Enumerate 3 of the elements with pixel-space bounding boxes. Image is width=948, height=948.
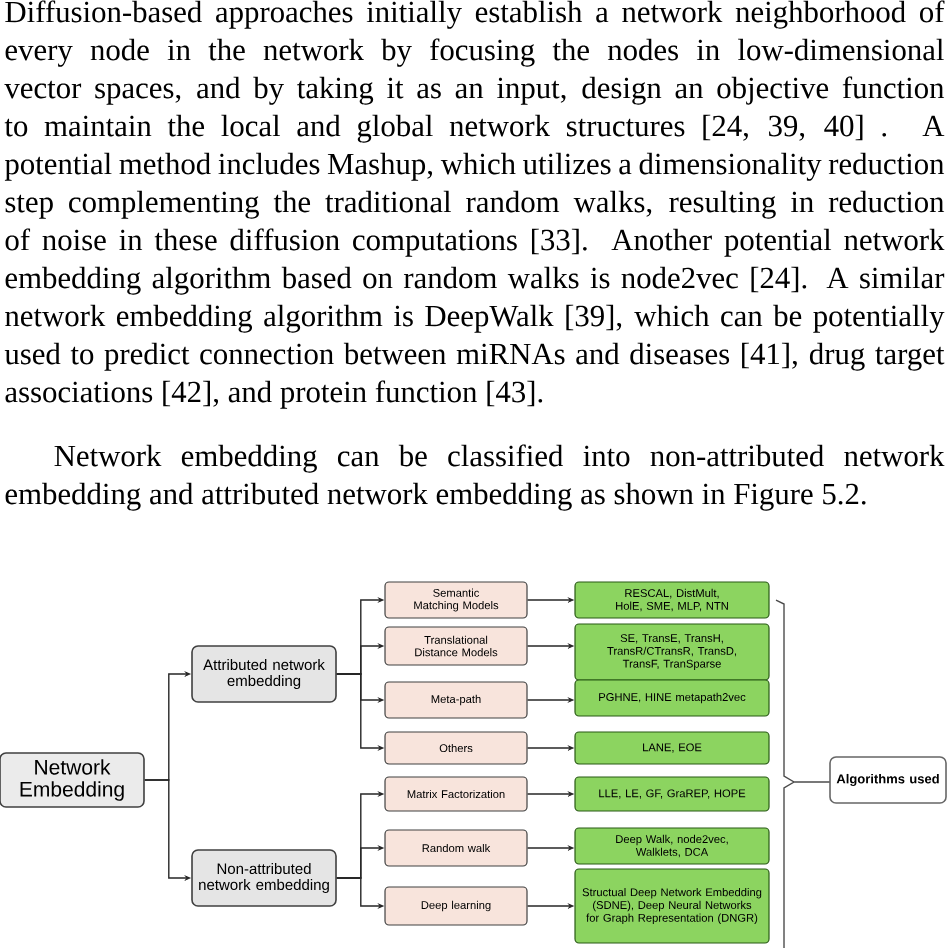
paragraph: Diffusion-based approaches initially establish a network neighborhood of every node in the network by focusing the nodes in low-dimensional vector spaces, and by taking it as an input, design an objective function to maintain the local and global network structures [24, 39, 40] . A potential method includes Mashup, which utilizes a dimensionality reduction step complementing the traditional random walks, resulting in reduction of noise in these diffusion computations [33]. Another potential network embedding algorithm based on random walks is node2vec [24]. A similar network embedding algorithm is DeepWalk [39], which can be potentially used to predict connection between miRNAs and diseases [41], drug target associations [42], and protein function [43]. (4, 0, 945, 409)
paragraph: Network embedding can be classified into non-attributed network embedding and attributed network embedding as shown in Figure 5.2. (5, 444, 945, 511)
root-box: Network Embedding (0, 752, 145, 808)
